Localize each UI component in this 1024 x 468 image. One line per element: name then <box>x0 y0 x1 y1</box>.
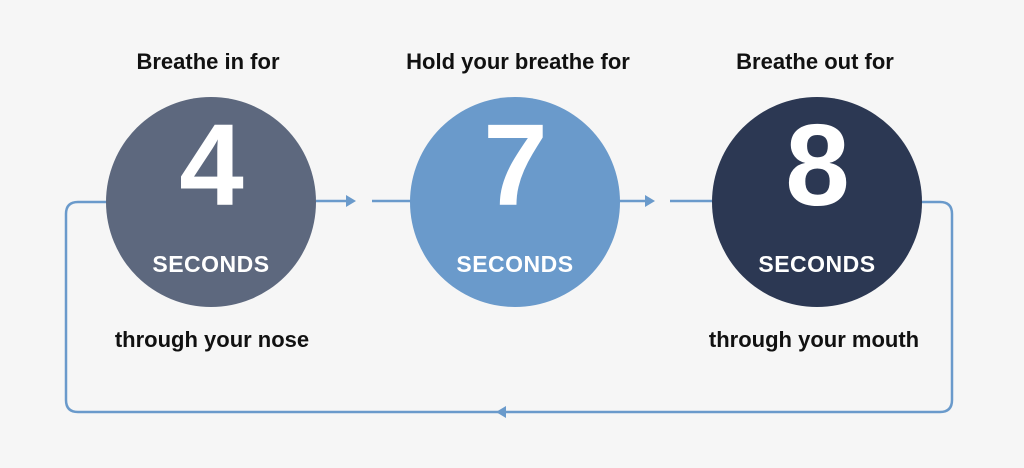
step-3-number: 8 <box>785 100 850 230</box>
step-3-unit: SECONDS <box>758 251 876 277</box>
step-2-unit: SECONDS <box>456 251 574 277</box>
step-1-title: Breathe in for <box>136 49 280 74</box>
step-1-number: 4 <box>179 100 244 230</box>
return-arrow-icon <box>496 406 506 418</box>
step-2-title: Hold your breathe for <box>406 49 630 74</box>
step-1-unit: SECONDS <box>152 251 270 277</box>
return-loop-line <box>64 200 954 414</box>
step-2-circle: 7 SECONDS <box>410 97 620 307</box>
step-3-circle: 8 SECONDS <box>712 97 922 307</box>
arrow-right-icon-1 <box>346 195 356 207</box>
step-3-title: Breathe out for <box>736 49 894 74</box>
step-3-subtitle: through your mouth <box>708 327 920 352</box>
step-1-subtitle: through your nose <box>114 327 310 352</box>
step-1-circle: 4 SECONDS <box>106 97 316 307</box>
arrow-right-icon-2 <box>645 195 655 207</box>
step-2-number: 7 <box>483 100 548 230</box>
